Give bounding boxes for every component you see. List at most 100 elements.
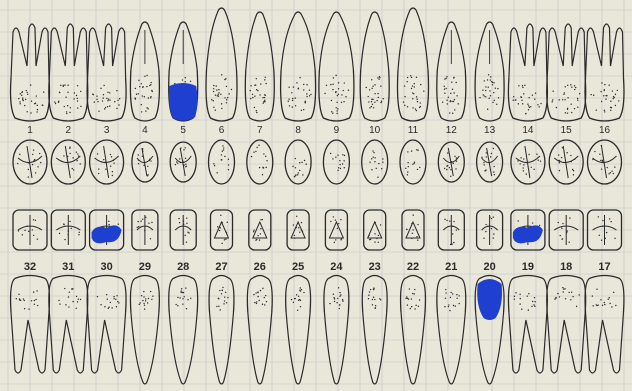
stipple-dot	[220, 215, 221, 216]
stipple-dot	[226, 232, 227, 233]
stipple-dot	[228, 93, 229, 94]
stipple-dot	[336, 302, 337, 303]
stipple-dot	[223, 149, 224, 150]
root-outline	[131, 312, 159, 384]
stipple-dot	[257, 90, 258, 91]
stipple-dot	[562, 291, 563, 292]
stipple-dot	[444, 78, 445, 79]
stipple-dot	[293, 302, 294, 303]
stipple-dot	[142, 300, 143, 301]
stipple-dot	[372, 104, 373, 105]
stipple-dot	[143, 296, 144, 297]
stipple-dot	[407, 106, 408, 107]
stipple-dot	[299, 170, 300, 171]
stipple-dot	[420, 84, 421, 85]
upper-occlusal-5	[170, 142, 196, 182]
stipple-dot	[615, 94, 616, 95]
stipple-dot	[407, 151, 408, 152]
stipple-dot	[115, 299, 116, 300]
lower-tooth-26	[247, 276, 272, 385]
stipple-dot	[177, 297, 178, 298]
stipple-dot	[80, 106, 81, 107]
root-outline	[437, 312, 465, 384]
stipple-dot	[512, 99, 513, 100]
stipple-dot	[515, 292, 516, 293]
stipple-dot	[186, 308, 187, 309]
stipple-dot	[337, 108, 338, 109]
stipple-dot	[65, 304, 66, 305]
stipple-dot	[406, 229, 407, 230]
stipple-dot	[340, 294, 341, 295]
stipple-dot	[448, 97, 449, 98]
upper-occlusal-15	[549, 140, 583, 184]
stipple-dot	[113, 296, 114, 297]
stipple-dot	[485, 170, 486, 171]
stipple-dot	[144, 96, 145, 97]
stipple-dot	[562, 99, 563, 100]
stipple-dot	[337, 228, 338, 229]
stipple-dot	[602, 226, 603, 227]
stipple-dot	[291, 92, 292, 93]
stipple-dot	[608, 84, 609, 85]
stipple-dot	[309, 95, 310, 96]
stipple-dot	[263, 167, 264, 168]
stipple-dot	[180, 162, 181, 163]
stipple-dot	[521, 309, 522, 310]
stipple-dot	[227, 297, 228, 298]
stipple-dot	[150, 82, 151, 83]
tooth-number-10: 10	[369, 125, 381, 136]
stipple-dot	[148, 298, 149, 299]
stipple-dot	[109, 99, 110, 100]
stipple-dot	[377, 176, 378, 177]
stipple-dot	[372, 304, 373, 305]
stipple-dot	[211, 99, 212, 100]
stipple-dot	[419, 299, 420, 300]
stipple-dot	[264, 79, 265, 80]
stipple-dot	[366, 87, 367, 88]
stipple-dot	[493, 148, 494, 149]
stipple-dot	[376, 238, 377, 239]
stipple-dot	[77, 100, 78, 101]
stipple-dot	[487, 109, 488, 110]
stipple-dot	[603, 95, 604, 96]
stipple-dot	[259, 94, 260, 95]
stipple-dot	[150, 84, 151, 85]
stipple-dot	[558, 160, 559, 161]
stipple-dot	[264, 94, 265, 95]
stipple-dot	[182, 292, 183, 293]
stipple-dot	[369, 89, 370, 90]
stipple-dot	[342, 154, 343, 155]
stipple-dot	[563, 288, 564, 289]
stipple-dot	[371, 101, 372, 102]
stipple-dot	[30, 84, 31, 85]
stipple-dot	[296, 82, 297, 83]
stipple-dot	[456, 298, 457, 299]
stipple-dot	[150, 96, 151, 97]
stipple-dot	[610, 110, 611, 111]
stipple-dot	[338, 167, 339, 168]
stipple-dot	[598, 216, 599, 217]
stipple-dot	[405, 298, 406, 299]
stipple-dot	[534, 99, 535, 100]
stipple-dot	[185, 147, 186, 148]
stipple-dot	[228, 159, 229, 160]
stipple-dot	[69, 292, 70, 293]
tooth-number-29: 29	[139, 261, 151, 273]
stipple-dot	[222, 151, 223, 152]
stipple-dot	[100, 88, 101, 89]
stipple-dot	[138, 93, 139, 94]
stipple-dot	[536, 153, 537, 154]
stipple-dot	[414, 308, 415, 309]
stipple-dot	[571, 112, 572, 113]
stipple-dot	[600, 299, 601, 300]
stipple-dot	[336, 113, 337, 114]
stipple-dot	[150, 160, 151, 161]
stipple-dot	[574, 89, 575, 90]
stipple-dot	[604, 111, 605, 112]
stipple-dot	[336, 110, 337, 111]
crown-outline	[324, 276, 349, 313]
stipple-dot	[419, 107, 420, 108]
stipple-dot	[330, 84, 331, 85]
stipple-dot	[306, 164, 307, 165]
